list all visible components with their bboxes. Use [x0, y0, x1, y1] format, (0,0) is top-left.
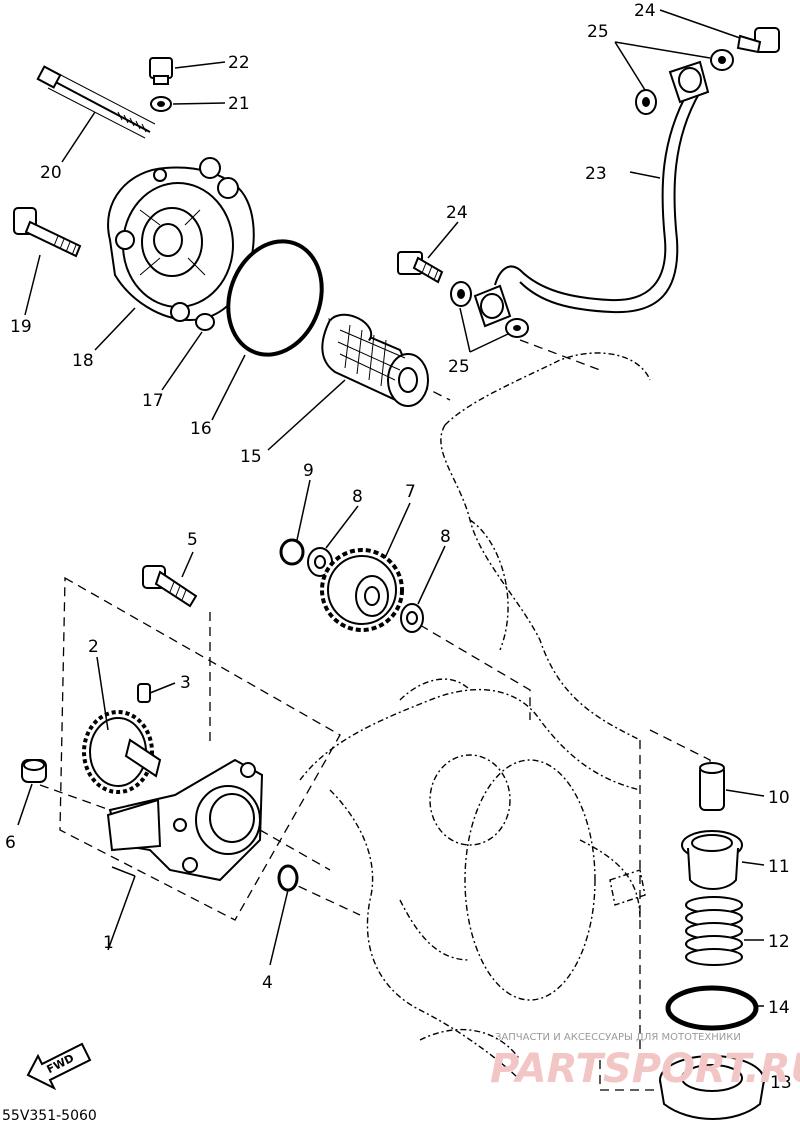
crankcase-outline [299, 352, 651, 1081]
callout-18: 18 [72, 351, 94, 371]
washer-25-lower-a [450, 281, 472, 307]
bolt-22 [149, 57, 173, 85]
callout-24-a: 24 [634, 1, 656, 21]
bolt-19 [13, 207, 82, 258]
washer-25-upper-b [710, 49, 734, 71]
callout-13: 13 [770, 1073, 792, 1093]
circlip-4 [277, 864, 299, 892]
washer-25-upper-a [635, 89, 657, 115]
callout-1: 1 [103, 933, 114, 953]
bolt-20 [36, 65, 156, 139]
alignment-lines [39, 339, 711, 1091]
callout-8-b: 8 [440, 527, 451, 547]
o-ring-14 [665, 985, 759, 1031]
oil-pipe-23 [473, 60, 710, 328]
callout-11: 11 [768, 857, 790, 877]
callout-7: 7 [405, 482, 416, 502]
oil-filter-cover-18 [107, 157, 255, 322]
oil-filter-15 [321, 313, 429, 407]
spring-12 [685, 896, 743, 966]
o-ring-16 [226, 239, 324, 357]
watermark: ЗАПЧАСТИ И АКСЕССУАРЫ ДЛЯ МОТОТЕХНИКИ PA… [490, 1032, 800, 1092]
bolt-24-upper [736, 27, 780, 54]
callout-25-b: 25 [448, 357, 470, 377]
callout-9: 9 [303, 461, 314, 481]
callout-8-a: 8 [352, 487, 363, 507]
watermark-line1: ЗАПЧАСТИ И АКСЕССУАРЫ ДЛЯ МОТОТЕХНИКИ [495, 1032, 741, 1043]
watermark-line2: PARTSPORT.RU [490, 1046, 800, 1092]
callout-14: 14 [768, 998, 790, 1018]
washer-21 [150, 96, 172, 112]
callout-16: 16 [190, 419, 212, 439]
callout-leaders [17, 9, 766, 1081]
dowel-6 [21, 759, 47, 783]
plug-11 [681, 830, 743, 890]
pin-10 [699, 762, 725, 811]
callout-labels: 1 2 3 4 5 6 7 8 8 9 10 11 12 13 14 15 16… [5, 1, 792, 1093]
o-ring-17 [195, 313, 215, 331]
callout-21: 21 [228, 94, 250, 114]
pin-3 [137, 683, 151, 703]
callout-2: 2 [88, 637, 99, 657]
callout-17: 17 [142, 391, 164, 411]
washer-8-b [400, 603, 424, 633]
bolt-5 [142, 565, 198, 608]
callout-15: 15 [240, 447, 262, 467]
callout-3: 3 [180, 673, 191, 693]
bolt-24-lower [397, 251, 444, 284]
callout-25-a: 25 [587, 22, 609, 42]
callout-22: 22 [228, 53, 250, 73]
oil-pump-assembly-1 [106, 758, 264, 882]
callout-12: 12 [768, 932, 790, 952]
callout-23: 23 [585, 164, 607, 184]
callout-6: 6 [5, 833, 16, 853]
washer-25-lower-b [505, 318, 529, 338]
callout-4: 4 [262, 973, 273, 993]
circlip-9 [279, 538, 305, 566]
gear-7 [320, 548, 404, 632]
callout-24-b: 24 [446, 203, 468, 223]
callout-5: 5 [187, 530, 198, 550]
callout-20: 20 [40, 163, 62, 183]
drawing-code: 55V351-5060 [2, 1108, 97, 1124]
cap-13 [659, 1055, 765, 1120]
pump-gear-2 [82, 710, 162, 794]
fwd-arrow-icon: FWD [26, 1042, 92, 1091]
callout-19: 19 [10, 317, 32, 337]
callout-10: 10 [768, 788, 790, 808]
